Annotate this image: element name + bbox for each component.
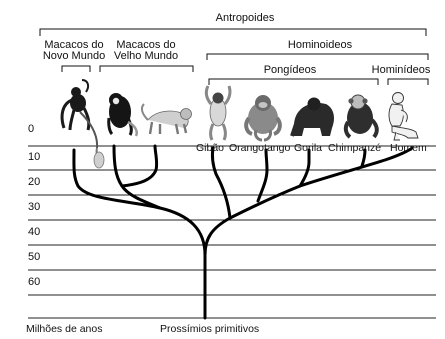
axis-tick-20: 20 xyxy=(28,176,41,188)
human-icon xyxy=(388,92,419,141)
branch-gibao xyxy=(210,146,232,220)
species-label-chimpanze: Chimpanzé xyxy=(328,142,382,154)
group-brackets xyxy=(39,28,429,85)
colobus-monkey-icon xyxy=(107,93,138,137)
axis-unit-label: Milhões de anos xyxy=(26,323,103,335)
tree-branches xyxy=(72,144,414,320)
species-label-gorila: Gorila xyxy=(294,142,323,154)
bracket-antropoides xyxy=(39,28,427,36)
branch-colobo xyxy=(112,144,162,210)
label-hominoideos: Hominoideos xyxy=(287,39,353,51)
axis-tick-30: 30 xyxy=(28,201,41,213)
branch-orangotango xyxy=(256,148,269,203)
axis-tick-40: 40 xyxy=(28,226,41,238)
gorilla-icon xyxy=(290,97,334,137)
axis-tick-0: 0 xyxy=(28,123,35,135)
axis-tick-60: 60 xyxy=(28,276,41,288)
spider-monkey-icon xyxy=(60,79,99,149)
bracket-novo-mundo xyxy=(61,65,91,72)
baboon-icon xyxy=(140,103,192,135)
species-label-gibao: Gibão xyxy=(196,142,225,154)
root-label: Prossímios primitivos xyxy=(160,323,260,335)
chimpanzee-icon xyxy=(343,94,379,139)
label-pongideos: Pongídeos xyxy=(263,64,317,76)
bracket-pongideos xyxy=(208,78,379,85)
branch-babuino xyxy=(120,144,159,188)
axis-tick-50: 50 xyxy=(28,251,41,263)
bracket-hominoideos xyxy=(206,53,429,60)
branch-chimpanze xyxy=(360,148,367,168)
label-novo-mundo-line2: Novo Mundo xyxy=(42,50,106,62)
bracket-velho-mundo xyxy=(99,65,194,72)
label-velho-mundo-line2: Velho Mundo xyxy=(113,50,179,62)
species-label-orangotango: Orangotango xyxy=(229,142,291,154)
branch-novo-mundo xyxy=(72,148,207,320)
bracket-hominideos xyxy=(387,78,429,85)
orangutan-icon xyxy=(244,95,282,142)
tail-tuft xyxy=(93,151,105,169)
label-velho-mundo-line1: Macacos do xyxy=(116,39,176,51)
branch-gorila xyxy=(298,148,311,188)
time-gridlines xyxy=(28,145,436,319)
species-label-homem: Homem xyxy=(390,142,427,154)
label-novo-mundo-line1: Macacos do xyxy=(44,39,104,51)
label-antropoides: Antropoides xyxy=(215,12,275,24)
label-hominideos: Hominídeos xyxy=(371,64,431,76)
gibbon-icon xyxy=(204,85,232,141)
axis-tick-10: 10 xyxy=(28,151,41,163)
